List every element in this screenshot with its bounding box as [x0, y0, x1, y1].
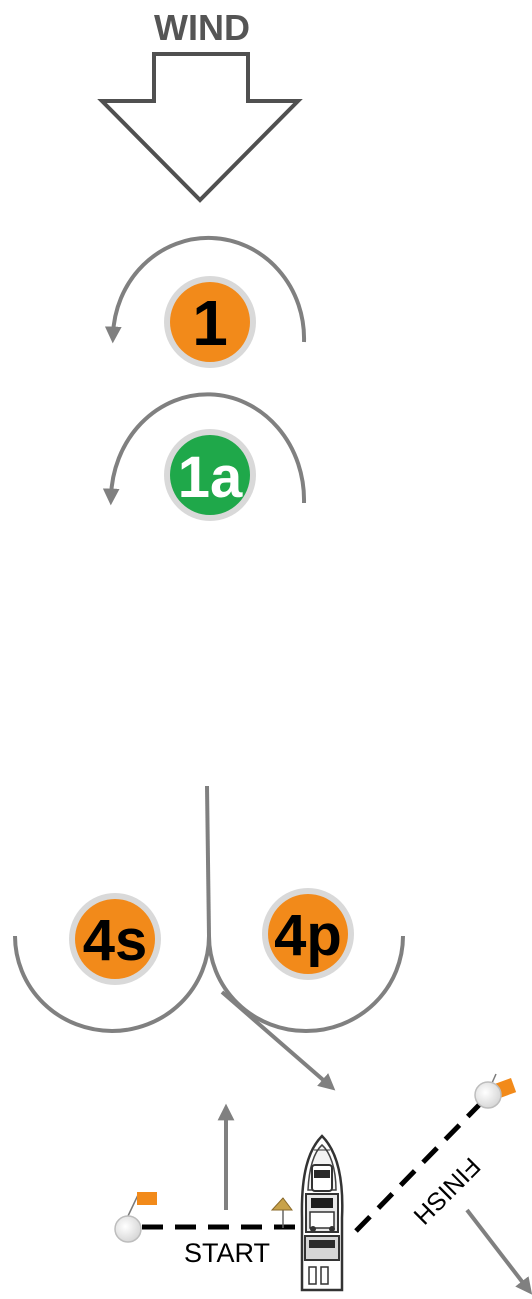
wind-arrow-icon: [97, 52, 303, 203]
mark-4s-rounding-arc: [13, 935, 211, 1033]
wind-label: WIND: [154, 7, 250, 48]
mark-4p-label: 4p: [274, 903, 342, 968]
finish-line: [354, 1102, 482, 1233]
exit-to-finish-arrow: [220, 990, 336, 1091]
committee-boat-flag-icon: [270, 1197, 293, 1228]
mark-1-rounding-arrow: [104, 235, 307, 344]
mark-1a: 1a: [164, 429, 256, 521]
mark-4p: 4p: [262, 888, 354, 980]
mark-1a-label: 1a: [178, 445, 243, 510]
start-label: START: [184, 1238, 270, 1268]
start-pin-buoy: [114, 1192, 157, 1243]
mark-4s: 4s: [69, 893, 161, 985]
mark-4p-rounding-arc: [207, 935, 405, 1033]
finish-pin-buoy: [474, 1073, 517, 1109]
mark-4s-label: 4s: [83, 908, 148, 973]
mark-4s-buoy: [75, 899, 155, 979]
mark-1-label: 1: [192, 287, 228, 359]
downwind-leg-line: [205, 785, 211, 937]
mark-4p-buoy: [268, 894, 348, 974]
committee-boat-icon: [300, 1134, 344, 1292]
mark-1: 1: [164, 276, 256, 368]
mark-1a-rounding-arrow: [102, 392, 307, 506]
mark-1a-buoy: [170, 435, 250, 515]
start-pin-flag-icon: [137, 1192, 157, 1205]
finish-exit-arrow: [465, 1208, 532, 1295]
mark-1-buoy: [170, 282, 250, 362]
